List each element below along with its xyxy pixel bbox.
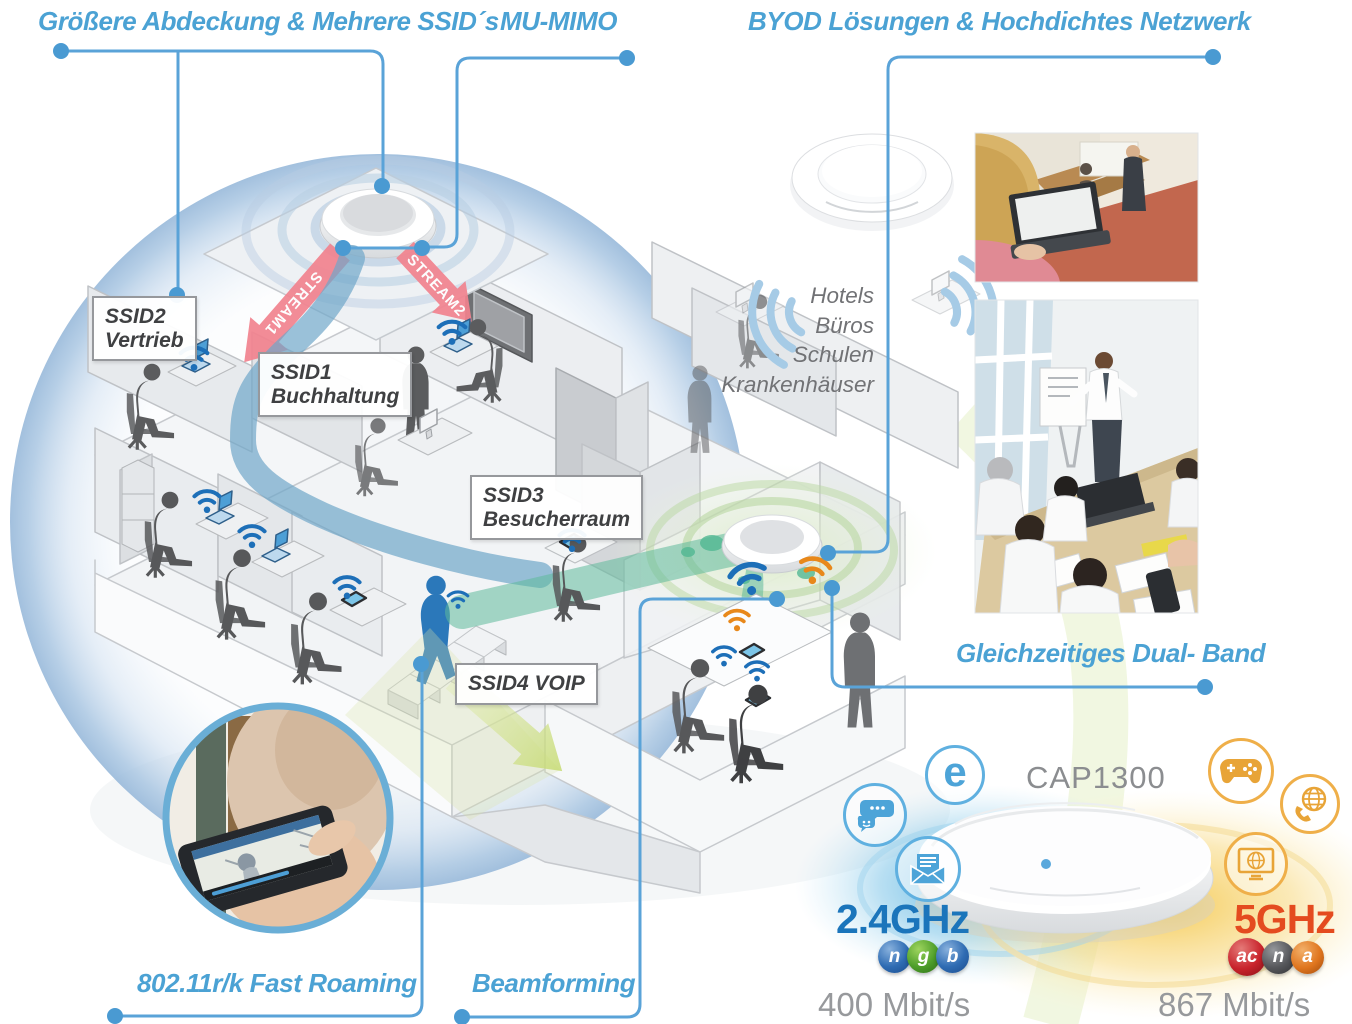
lower-floor-people <box>121 459 407 687</box>
meeting-area <box>445 464 937 786</box>
heading-mu-mimo: MU-MIMO <box>500 6 618 36</box>
band-5ghz-label: 5GHz <box>1234 896 1336 942</box>
product-model: CAP1300 <box>1026 760 1166 795</box>
badge-ac: ac <box>1228 938 1266 976</box>
cap1300-device <box>915 802 1215 943</box>
ssid4-name: SSID4 VOIP <box>468 672 585 695</box>
logo-letter: e <box>943 748 967 795</box>
heading-byod: BYOD Lösungen & Hochdichtes Netzwerk <box>748 6 1251 36</box>
ssid1-ribbon <box>230 245 553 588</box>
venue-list: Hotels Büros Schulen Krankenhäuser <box>614 281 874 399</box>
edimax-logo-icon: e <box>925 745 985 805</box>
lecturer-figure <box>1122 145 1146 211</box>
streaming-monitor-globe-icon <box>1224 832 1288 896</box>
band-5ghz-badges: ac n a <box>1228 938 1324 976</box>
badge-n: n <box>878 940 911 973</box>
presenter-figure <box>1068 352 1138 482</box>
venue-item: Büros <box>815 312 874 338</box>
voip-phone-globe-icon <box>1280 774 1340 834</box>
venue-item: Hotels <box>810 283 874 308</box>
chat-icon <box>843 783 907 847</box>
band-2-4ghz-badges: n g b <box>878 940 969 973</box>
attendee-figures <box>975 457 1198 613</box>
speed-5ghz: 867 Mbit/s <box>1158 986 1311 1023</box>
callout-lines <box>53 43 1221 1024</box>
meeting-photo <box>974 299 1199 614</box>
heading-beamforming: Beamforming <box>472 968 636 998</box>
venue-item: Schulen <box>792 342 874 367</box>
roaming-phone-photo <box>162 702 394 934</box>
ssid1-zone: Buchhaltung <box>271 384 400 408</box>
badge-n2: n <box>1262 940 1295 974</box>
ssid3-beam <box>445 529 765 629</box>
ssid3-zone: Besucherraum <box>483 507 631 531</box>
speed-2-4ghz: 400 Mbit/s <box>818 986 971 1023</box>
ssid4-label: SSID4 VOIP <box>455 663 598 705</box>
heading-coverage: Größere Abdeckung & Mehrere SSID´s <box>38 6 499 36</box>
badge-b: b <box>936 940 969 973</box>
ssid1-name: SSID1 <box>271 361 332 384</box>
building-illustration: STREAM1 STREAM2 <box>87 155 981 894</box>
badge-a: a <box>1291 940 1324 974</box>
ssid3-label: SSID3 Besucherraum <box>470 475 644 541</box>
heading-dual-band: Gleichzeitiges Dual- Band <box>956 638 1266 668</box>
ssid2-zone: Vertrieb <box>105 328 184 352</box>
email-icon <box>895 836 961 902</box>
status-led <box>1041 859 1051 869</box>
badge-g: g <box>907 940 940 973</box>
gaming-icon <box>1208 738 1274 804</box>
venue-item: Krankenhäuser <box>721 371 874 397</box>
ssid2-label: SSID2 Vertrieb <box>92 296 197 362</box>
ceiling-access-point <box>731 133 1015 365</box>
callout-dots <box>53 43 1221 1024</box>
ssid2-name: SSID2 <box>105 305 166 328</box>
classroom-photo <box>974 132 1199 283</box>
heading-fast-roaming: 802.11r/k Fast Roaming <box>137 968 417 998</box>
band-2-4ghz-label: 2.4GHz <box>836 896 970 942</box>
ssid1-label: SSID1 Buchhaltung <box>258 352 413 418</box>
ssid3-name: SSID3 <box>483 484 544 507</box>
